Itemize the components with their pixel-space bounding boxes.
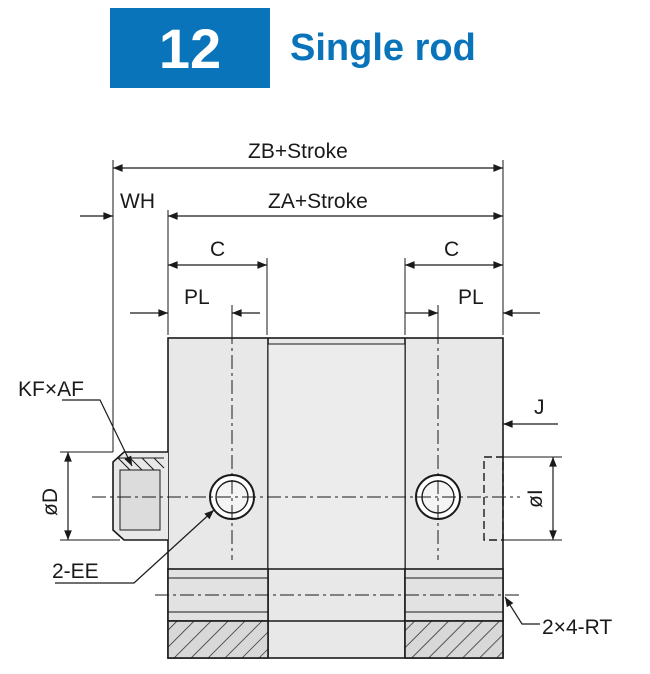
page-title: Single rod [290, 26, 476, 69]
rt-label: 2×4-RT [542, 616, 612, 639]
j-label: J [534, 396, 545, 419]
wh-label: WH [120, 190, 155, 213]
za-stroke-label: ZA+Stroke [268, 190, 368, 213]
zb-stroke-label: ZB+Stroke [248, 140, 348, 163]
rod-flat [119, 469, 161, 531]
kf-af-label: KF×AF [18, 378, 84, 401]
c-right-label: C [444, 238, 459, 261]
d-label: øD [39, 488, 62, 516]
section-number-badge: 12 [110, 8, 270, 88]
i-label: øI [524, 489, 547, 508]
c-left-label: C [210, 238, 225, 261]
pl-left-label: PL [184, 286, 210, 309]
hidden-bore-outline [483, 456, 504, 541]
hatched-section-left [167, 620, 269, 659]
ee-leader [55, 509, 215, 584]
kf-leader [62, 399, 133, 467]
pl-right-label: PL [458, 286, 484, 309]
ee-label: 2-EE [52, 560, 99, 583]
hatched-section-right [404, 620, 504, 659]
body-mid-section [267, 343, 406, 570]
rt-leader [504, 596, 540, 625]
